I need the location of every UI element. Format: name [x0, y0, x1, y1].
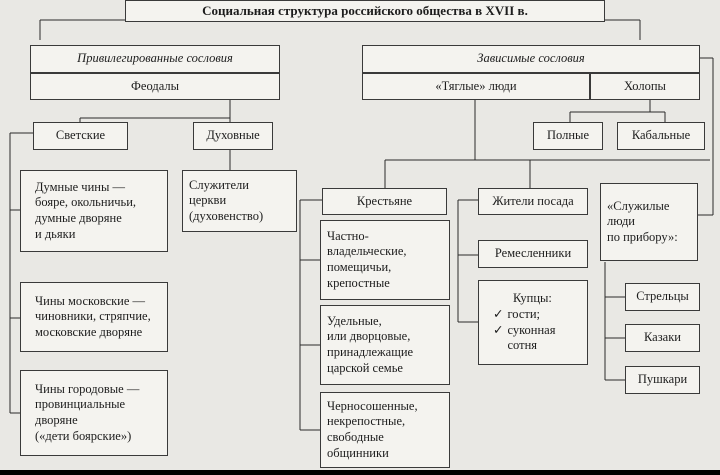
service-people-box: «Служилые люди по прибору»: [600, 183, 698, 261]
streltsy-box: Стрельцы [625, 283, 700, 311]
bottom-edge [0, 470, 720, 475]
duma-ranks-box: Думные чины — бояре, окольничьи, думные … [20, 170, 168, 252]
peasant-line: общинники [327, 445, 389, 460]
check-icon: ✓ [493, 306, 504, 321]
townsfolk-box: Жители посада [478, 188, 588, 215]
service-line: «Служилые [607, 198, 670, 213]
peasant-line: Черносошенные, [327, 398, 418, 413]
rank-line: дворяне [35, 413, 78, 427]
peasants-box: Крестьяне [322, 188, 447, 215]
rank-line: бояре, окольничьи, [35, 195, 137, 210]
clergy-detail-line: Служители [189, 177, 249, 192]
merchant-item-label: суконная сотня [507, 322, 556, 353]
diagram-title: Социальная структура российского обществ… [125, 0, 605, 22]
peasant-line: принадлежащие [327, 345, 414, 359]
moscow-ranks-box: Чины московские — чиновники, стряпчие, м… [20, 282, 168, 352]
clergy-detail-box: Служители церкви (духовенство) [182, 170, 297, 232]
check-icon: ✓ [493, 322, 504, 337]
merchants-box: Купцы: ✓ гости; ✓ суконная сотня [478, 280, 588, 365]
city-ranks-box: Чины городовые — провинциальные дворяне … [20, 370, 168, 456]
secular-box: Светские [33, 122, 128, 150]
clergy-detail-line: (духовенство) [189, 208, 264, 223]
clergy-detail-line: церкви [189, 193, 227, 208]
merchant-item: ✓ суконная сотня [493, 323, 581, 354]
service-line: по прибору»: [607, 229, 678, 244]
artisans-box: Ремесленники [478, 240, 588, 268]
rank-line: думные дворяне [35, 211, 122, 225]
serf-full-box: Полные [533, 122, 603, 150]
peasant-line: помещичьи, [327, 260, 392, 274]
tax-people-box: «Тяглые» люди [362, 73, 590, 100]
peasant-line: Частно- [327, 228, 369, 243]
merchant-item: ✓ гости; [493, 307, 581, 323]
rank-line: («дети боярские») [35, 428, 132, 443]
peasant-line: владельческие, [327, 244, 407, 259]
serfs-box: Холопы [590, 73, 700, 100]
rank-line: чиновники, стряпчие, [35, 309, 151, 324]
gunners-box: Пушкари [625, 366, 700, 394]
rank-line: и дьяки [35, 226, 76, 241]
peasant-court-box: Удельные, или дворцовые, принадлежащие ц… [320, 305, 450, 385]
dependent-estates-box: Зависимые сословия [362, 45, 700, 73]
serf-bonded-box: Кабальные [617, 122, 705, 150]
rank-line: Думные чины — [35, 179, 125, 194]
peasant-private-box: Частно- владельческие, помещичьи, крепос… [320, 220, 450, 300]
peasant-line: царской семье [327, 360, 403, 375]
peasant-line: Удельные, [327, 313, 382, 328]
feudals-box: Феодалы [30, 73, 280, 100]
merchants-title: Купцы: [513, 291, 552, 306]
peasant-line: некрепостные, [327, 414, 406, 429]
peasant-line: или дворцовые, [327, 329, 411, 344]
rank-line: провинциальные [35, 397, 126, 412]
peasant-line: крепостные [327, 275, 390, 290]
rank-line: Чины московские — [35, 293, 146, 308]
clergy-box: Духовные [193, 122, 273, 150]
rank-line: Чины городовые — [35, 381, 140, 396]
merchant-item-label: гости; [507, 306, 541, 321]
rank-line: московские дворяне [35, 324, 143, 339]
service-line: люди [607, 214, 635, 229]
peasant-free-box: Черносошенные, некрепостные, свободные о… [320, 392, 450, 468]
privileged-estates-box: Привилегированные сословия [30, 45, 280, 73]
cossacks-box: Казаки [625, 324, 700, 352]
peasant-line: свободные [327, 430, 384, 444]
